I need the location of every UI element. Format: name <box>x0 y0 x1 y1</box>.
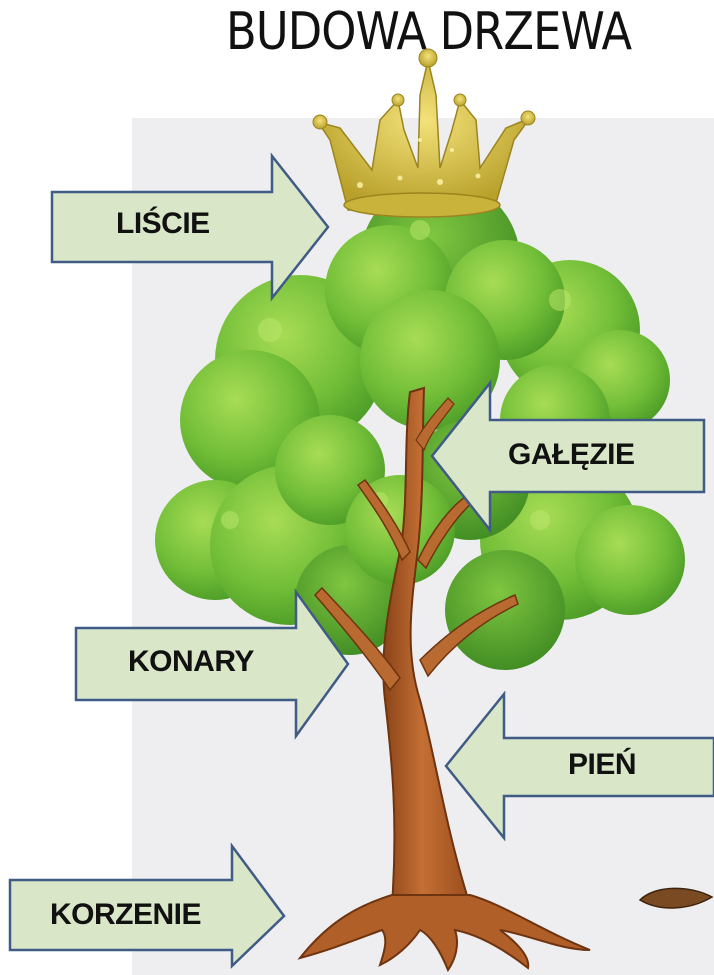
label-boughs: KONARY <box>128 645 254 679</box>
label-leaves: LIŚCIE <box>116 207 210 241</box>
label-trunk: PIEŃ <box>568 748 636 782</box>
seed-icon <box>640 888 712 908</box>
crown-icon <box>313 49 535 217</box>
label-twigs: GAŁĘZIE <box>508 438 635 472</box>
label-roots: KORZENIE <box>50 898 201 932</box>
